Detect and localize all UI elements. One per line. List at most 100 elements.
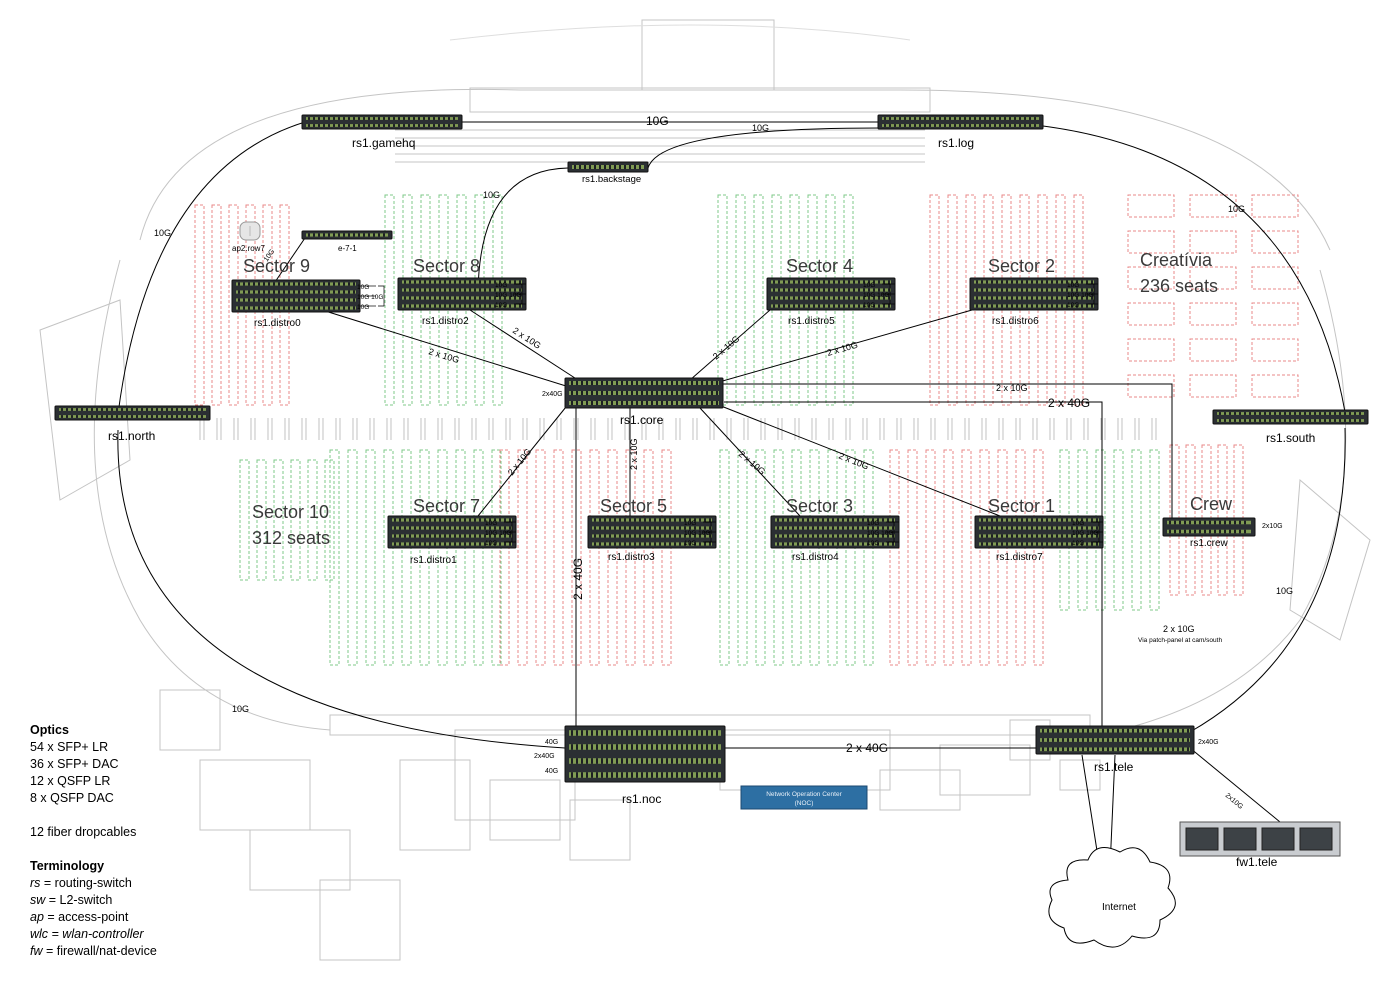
access-point-icon: [239, 221, 261, 241]
row-label-mark: [947, 418, 953, 440]
row-label-mark: [403, 418, 409, 440]
link-north-gamehq: [117, 121, 306, 415]
sector-3-label: Sector 3: [786, 496, 853, 516]
port-label: 10G: [867, 520, 879, 527]
seat-row: [228, 204, 239, 406]
seat-row: [419, 449, 430, 666]
creativia-table: [1127, 266, 1175, 290]
gamehq-label: rs1.gamehq: [352, 136, 415, 150]
seat-row: [607, 449, 618, 666]
creativia-table: [1189, 374, 1237, 398]
row-label-mark: [352, 418, 358, 440]
row-label-mark: [386, 418, 392, 440]
label-noc-40g-c: 40G: [545, 768, 558, 775]
optics-item: 54 x SFP+ LR: [30, 740, 109, 754]
port-label: 10G: [357, 284, 369, 291]
seat-row: [643, 449, 654, 666]
label-noc-tele: 2 x 40G: [846, 741, 888, 755]
seat-row: [907, 449, 918, 666]
firewall-fw1: [1179, 821, 1341, 857]
row-label-mark: [250, 418, 256, 440]
seat-row: [791, 449, 802, 666]
fiber-count: 12 fiber dropcables: [30, 825, 137, 839]
row-label-mark: [726, 418, 732, 440]
row-label-mark: [1117, 418, 1123, 440]
label-log-south: 10G: [1228, 204, 1245, 214]
row-label-mark: [930, 418, 936, 440]
switch-distro6: [969, 277, 1099, 311]
port-label: 10G: [684, 520, 696, 527]
row-label-mark: [267, 418, 273, 440]
label-core-side: 2x40G: [542, 391, 563, 398]
row-label-mark: [641, 418, 647, 440]
link-core-distro5: [689, 309, 771, 381]
port-label: 10G 10G: [867, 530, 893, 537]
distro0-label: rs1.distro0: [254, 318, 301, 329]
seat-row: [365, 449, 376, 666]
seat-row: [401, 449, 412, 666]
seat-row: [1113, 449, 1124, 611]
seat-row: [589, 449, 600, 666]
port-label: 10G: [867, 540, 879, 547]
sector-4-label: Sector 4: [786, 256, 853, 276]
seat-row: [194, 204, 205, 406]
row-label-mark: [284, 418, 290, 440]
row-label-mark: [879, 418, 885, 440]
row-label-mark: [896, 418, 902, 440]
label-core-noc: 2 x 40G: [571, 558, 585, 600]
south-label: rs1.south: [1266, 431, 1315, 445]
row-label-mark: [233, 418, 239, 440]
seat-row: [947, 194, 958, 406]
port-label: 10G 10G: [1072, 530, 1098, 537]
term-item: ap = access-point: [30, 910, 129, 924]
label-core-tele: 2 x 40G: [1048, 396, 1090, 410]
seat-row: [661, 449, 672, 666]
distro5-label: rs1.distro5: [788, 316, 835, 327]
link-core-distro6: [711, 309, 973, 385]
row-label-mark: [1151, 418, 1157, 440]
sector-5-label: Sector 5: [600, 496, 667, 516]
log-label: rs1.log: [938, 136, 974, 150]
creativia-table: [1127, 194, 1175, 218]
row-label-mark: [1100, 418, 1106, 440]
seat-row: [809, 449, 820, 666]
seat-row: [273, 459, 284, 581]
term-item: fw = firewall/nat-device: [30, 944, 157, 958]
seat-row: [961, 449, 972, 666]
row-label-mark: [369, 418, 375, 440]
row-label-mark: [624, 418, 630, 440]
label-core-distro0: 2 x 10G: [427, 346, 460, 365]
seat-row: [517, 449, 528, 666]
link-backstage-gamehq: [477, 167, 569, 293]
label-north-gamehq: 10G: [154, 228, 171, 238]
row-label-mark: [573, 418, 579, 440]
switch-log: [877, 114, 1044, 130]
row-label-mark: [743, 418, 749, 440]
switch-distro1: [387, 515, 517, 549]
label-noc-40g-a: 40G: [545, 739, 558, 746]
north-label: rs1.north: [108, 429, 155, 443]
row-label-mark: [760, 418, 766, 440]
seat-row: [737, 449, 748, 666]
creativia-table: [1189, 194, 1237, 218]
seat-row: [929, 194, 940, 406]
device-labels: rs1.gamehq rs1.log rs1.backstage rs1.nor…: [108, 136, 1315, 869]
port-label: 10G: [1072, 520, 1084, 527]
switch-tele: [1035, 725, 1195, 755]
backstage-label: rs1.backstage: [582, 174, 641, 185]
switch-noc: [564, 725, 726, 783]
link-core-distro2: [469, 309, 579, 381]
sector-10-label: Sector 10: [252, 502, 329, 522]
seat-rows: [194, 194, 1299, 666]
creativia-seats: 236 seats: [1140, 276, 1218, 296]
noc-box-line2: (NOC): [795, 800, 814, 807]
creativia-table: [1189, 302, 1237, 326]
row-label-mark: [658, 418, 664, 440]
e71-label: e-7-1: [338, 244, 357, 253]
